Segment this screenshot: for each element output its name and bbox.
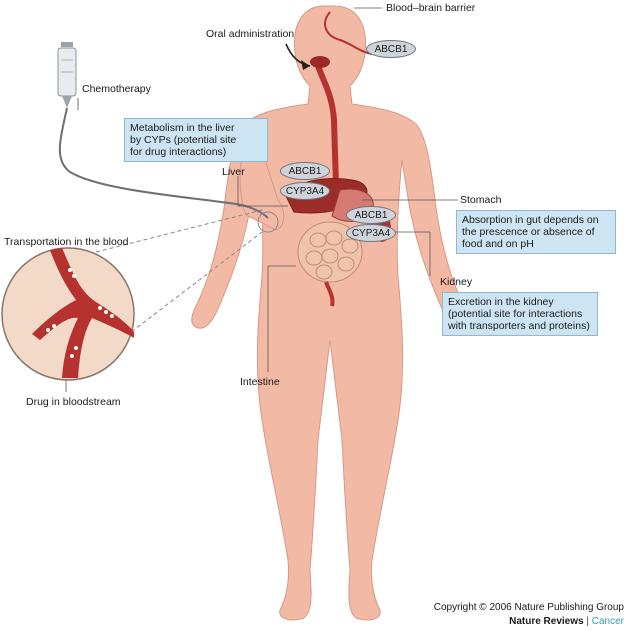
label-oral-administration: Oral administration: [206, 28, 295, 40]
label-chemotherapy: Chemotherapy: [82, 83, 151, 95]
oral-arrowhead-icon: [301, 60, 310, 70]
box-liver-metabolism: Metabolism in the liver by CYPs (potenti…: [124, 118, 268, 162]
pill-cyp3a4-liver: CYP3A4: [280, 182, 330, 200]
label-liver: Liver: [222, 166, 245, 178]
label-blood-brain-barrier: Blood–brain barrier: [386, 2, 476, 14]
box-line: Absorption in gut depends on: [462, 214, 599, 226]
box-line: (potential site for interactions: [448, 308, 583, 320]
pill-abcb1-gut: ABCB1: [346, 206, 396, 224]
pill-abcb1-liver: ABCB1: [280, 162, 330, 180]
copyright-text: Copyright © 2006 Nature Publishing Group: [433, 602, 624, 613]
box-line: with transporters and proteins): [448, 320, 590, 332]
mouth: [310, 56, 330, 68]
pill-cyp3a4-gut: CYP3A4: [346, 224, 396, 242]
journal-name: Nature Reviews: [509, 616, 584, 627]
iv-tube: [58, 107, 269, 219]
label-drug-in-bloodstream: Drug in bloodstream: [26, 396, 121, 408]
label-intestine: Intestine: [240, 376, 280, 388]
magnification-guides: [95, 209, 263, 337]
box-line: by CYPs (potential site: [130, 134, 237, 146]
magnification-target: [257, 211, 279, 233]
box-line: Metabolism in the liver: [130, 122, 235, 134]
box-line: the prescence or absence of: [462, 226, 595, 238]
journal-section: Cancer: [591, 616, 624, 627]
label-kidney: Kidney: [440, 276, 473, 288]
box-line: for drug interactions): [130, 146, 227, 158]
box-gut-absorption: Absorption in gut depends on the prescen…: [456, 210, 616, 254]
chemo-syringe-icon: [57, 42, 77, 108]
blood-vessel: [324, 11, 373, 55]
blood-vessel-zoom: [1, 247, 135, 381]
journal-brand: Nature Reviews | Cancer: [509, 616, 624, 627]
pill-abcb1-brain: ABCB1: [366, 40, 416, 58]
journal-separator: |: [586, 616, 589, 627]
box-kidney-excretion: Excretion in the kidney (potential site …: [442, 292, 598, 336]
label-transportation-in-blood: Transportation in the blood: [4, 236, 129, 248]
box-line: food and on pH: [462, 238, 534, 250]
box-line: Excretion in the kidney: [448, 296, 554, 308]
label-stomach: Stomach: [460, 194, 502, 206]
intestine-organ: [297, 221, 363, 307]
